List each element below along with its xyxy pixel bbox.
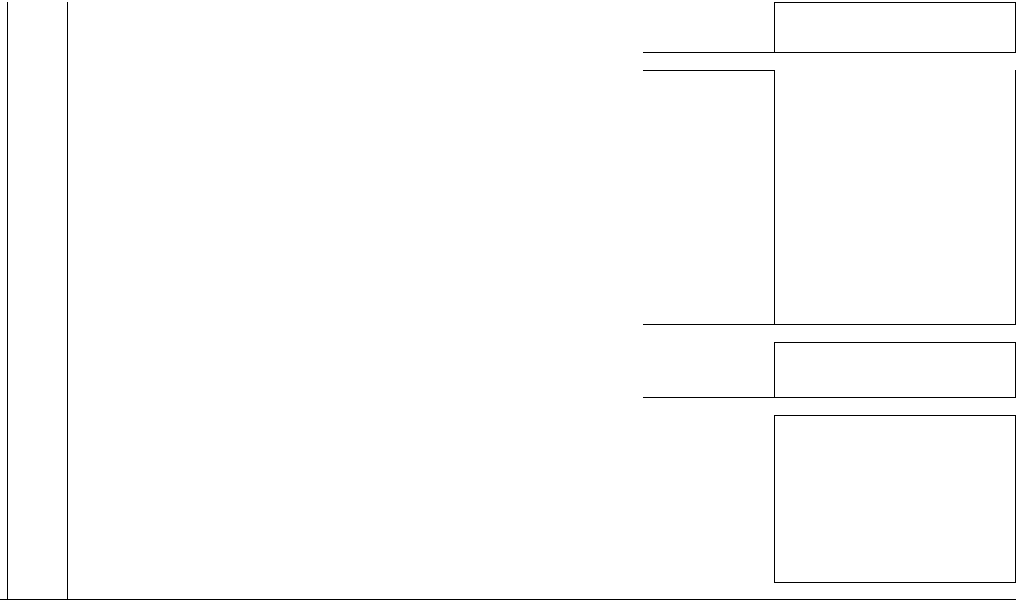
main-content-area <box>68 2 643 599</box>
middle-empty-panel <box>774 70 1016 325</box>
left-sidebar-border <box>7 2 8 599</box>
lower-empty-panel <box>774 342 1016 398</box>
sidebar-region <box>8 2 67 599</box>
main-area-left-border <box>67 2 68 599</box>
bottom-empty-panel <box>774 415 1016 583</box>
bottom-frame-line <box>0 599 1016 600</box>
top-empty-panel <box>774 2 1016 53</box>
